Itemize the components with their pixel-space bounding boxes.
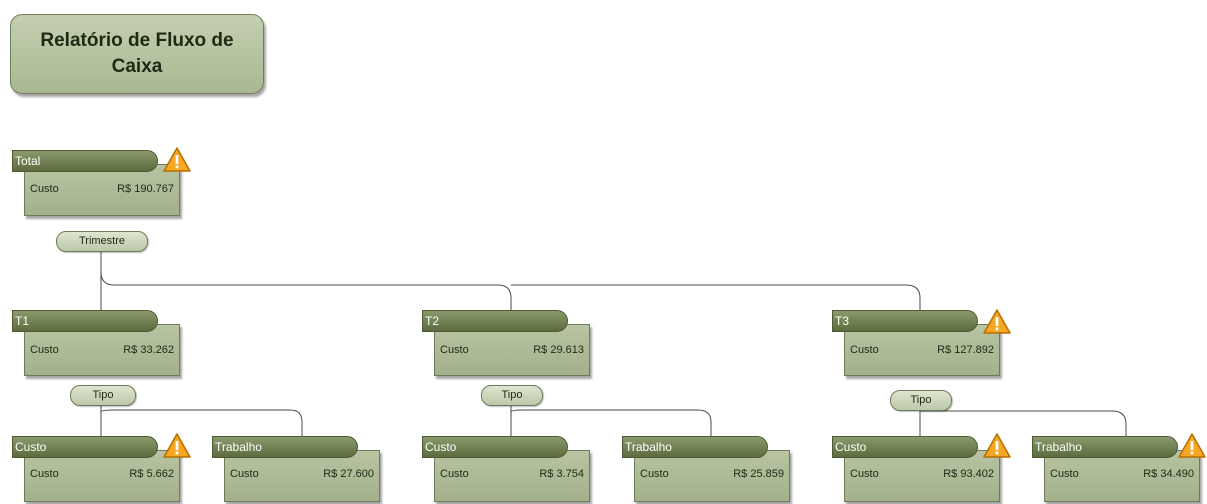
node-t2-header: T2 [422, 310, 568, 332]
node-t2[interactable]: T2 Custo R$ 29.613 [422, 310, 592, 376]
node-t3-value: R$ 127.892 [937, 344, 994, 356]
node-t3-trabalho[interactable]: Trabalho Custo R$ 34.490 [1032, 436, 1202, 502]
node-total-label: Custo [30, 183, 59, 195]
node-t2-trabalho-header: Trabalho [622, 436, 768, 458]
node-t1-trabalho-value: R$ 27.600 [323, 468, 374, 480]
node-t1-header: T1 [12, 310, 158, 332]
node-t3-header: T3 [832, 310, 978, 332]
node-t1[interactable]: T1 Custo R$ 33.262 [12, 310, 182, 376]
node-t2-trabalho-value: R$ 25.859 [733, 468, 784, 480]
node-t2-custo-label: Custo [440, 468, 469, 480]
node-t3-trabalho-value: R$ 34.490 [1143, 468, 1194, 480]
node-t2-custo-value: R$ 3.754 [539, 468, 584, 480]
connector-t1-trabalho [100, 404, 303, 452]
node-t2-custo[interactable]: Custo Custo R$ 3.754 [422, 436, 592, 502]
node-t1-custo-value: R$ 5.662 [129, 468, 174, 480]
node-t3-custo[interactable]: Custo Custo R$ 93.402 [832, 436, 1002, 502]
node-t1-body [24, 324, 180, 376]
grouping-pill-tipo-t1[interactable]: Tipo [70, 385, 136, 406]
node-t1-custo-header: Custo [12, 436, 158, 458]
node-t3-custo-label: Custo [850, 468, 879, 480]
node-t3-custo-header: Custo [832, 436, 978, 458]
node-total-header: Total [12, 150, 158, 172]
node-total[interactable]: Total Custo R$ 190.767 [12, 150, 182, 216]
node-total-body [24, 164, 180, 216]
node-t2-trabalho-label: Custo [640, 468, 669, 480]
connector-t2-trabalho [510, 404, 712, 452]
node-t2-value: R$ 29.613 [533, 344, 584, 356]
report-title-text: Relatório de Fluxo de Caixa [40, 30, 234, 77]
node-t1-value: R$ 33.262 [123, 344, 174, 356]
report-title: Relatório de Fluxo de Caixa [10, 14, 264, 94]
node-t1-trabalho-header: Trabalho [212, 436, 358, 458]
node-t3-trabalho-body [1044, 450, 1200, 502]
node-t3-label: Custo [850, 344, 879, 356]
node-t1-trabalho-label: Custo [230, 468, 259, 480]
node-t1-custo-body [24, 450, 180, 502]
node-t2-custo-body [434, 450, 590, 502]
node-t3[interactable]: T3 Custo R$ 127.892 [832, 310, 1002, 376]
node-t3-trabalho-header: Trabalho [1032, 436, 1178, 458]
node-t3-custo-body [844, 450, 1000, 502]
grouping-pill-tipo-t2[interactable]: Tipo [481, 385, 543, 406]
connector-total-t3 [511, 284, 921, 322]
grouping-pill-trimestre[interactable]: Trimestre [56, 231, 148, 252]
connector-total-t2 [100, 250, 512, 322]
warning-icon [1178, 433, 1206, 458]
node-t2-body [434, 324, 590, 376]
node-t3-body [844, 324, 1000, 376]
node-t1-custo[interactable]: Custo Custo R$ 5.662 [12, 436, 182, 502]
warning-icon [983, 433, 1011, 458]
node-t3-trabalho-label: Custo [1050, 468, 1079, 480]
node-total-value: R$ 190.767 [117, 183, 174, 195]
node-t1-trabalho[interactable]: Trabalho Custo R$ 27.600 [212, 436, 382, 502]
node-t3-custo-value: R$ 93.402 [943, 468, 994, 480]
node-t1-trabalho-body [224, 450, 380, 502]
node-t2-custo-header: Custo [422, 436, 568, 458]
connector-t3-trabalho [919, 409, 1127, 452]
warning-icon [163, 433, 191, 458]
node-t1-label: Custo [30, 344, 59, 356]
node-t1-custo-label: Custo [30, 468, 59, 480]
warning-icon [163, 147, 191, 172]
warning-icon [983, 309, 1011, 334]
node-t2-label: Custo [440, 344, 469, 356]
grouping-pill-tipo-t3[interactable]: Tipo [890, 390, 952, 411]
node-t2-trabalho[interactable]: Trabalho Custo R$ 25.859 [622, 436, 792, 502]
node-t2-trabalho-body [634, 450, 790, 502]
